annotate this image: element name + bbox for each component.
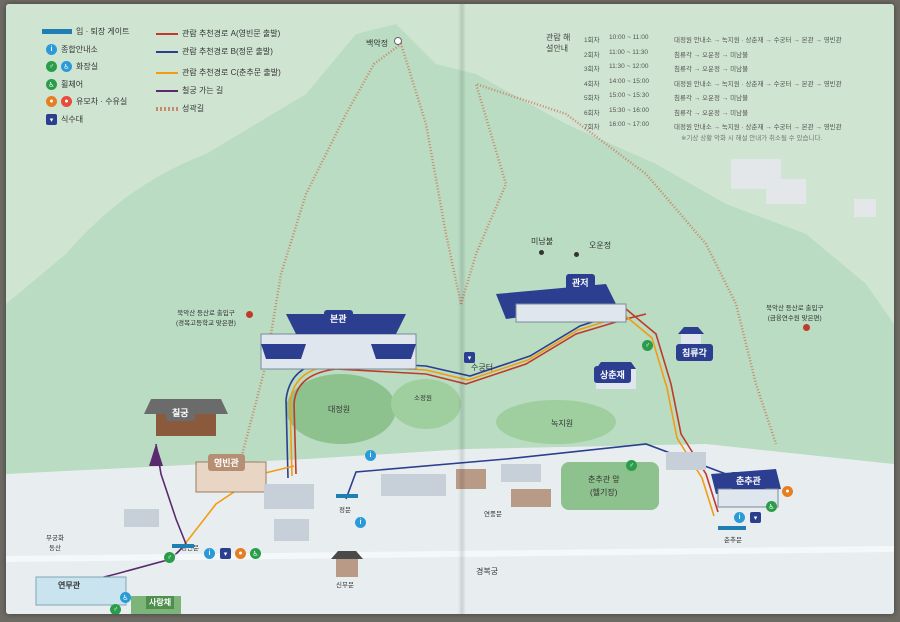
label-sarangchae: 사랑채 [146,596,175,609]
schedule-title: 관람 해설안내 [546,33,571,53]
label-baegakjeong: 백악정 [366,39,389,48]
water-fountain-icon: ▾ [46,114,57,125]
schedule-time: 15:30 ~ 16:00 [609,106,649,114]
stroller-icon: ● [46,96,57,107]
schedule-n: 1회차 [584,37,600,44]
map-canvas [6,4,894,614]
legend-route-c: 관람 추천경로 C(춘추문 출발) [156,67,281,78]
baegakjeong-marker [394,37,402,45]
label-chunchumun: 춘추문 [724,537,742,544]
info-icon: i [46,44,57,55]
schedule-n: 4회차 [584,80,600,88]
label-gwanjeo: 관저 [566,274,595,291]
restroom-icon: ♂ [110,604,121,614]
label-yeongbinmun: 영빈문 [181,545,199,552]
legend-restroom: ♂ ♿ 화장실 [46,61,98,72]
label-sinmumun: 신무문 [336,582,354,589]
info-icon: i [355,517,366,528]
map-sheet: 입 · 퇴장 게이트 i 종합안내소 ♂ ♿ 화장실 ♿ 휠체어 ● ● 유모차… [6,4,894,614]
label-ounjeong: 오운정 [589,241,612,250]
label-yeonmugwan: 연무관 [58,581,81,590]
schedule-route: 침류각 → 오운정 → 미남불 [674,109,749,117]
gate-marker [718,526,746,530]
schedule-route: 침류각 → 오운정 → 미남불 [674,66,749,73]
accessible-restroom-icon: ♿ [120,592,131,603]
accessible-restroom-icon: ♿ [61,61,72,72]
label-trail-entrance-right: 북악산 등산로 출입구 (금융연수원 맞은편) [766,305,824,322]
label-sugungteo: 수궁터 [471,363,494,372]
stroller-icon: ● [235,548,246,559]
water-fountain-icon: ▾ [220,548,231,559]
label-chunchugwan-front: 춘추관 앞 [588,475,620,484]
label-yeongbingwan: 영빈관 [208,454,245,471]
legend-route-b: 관람 추천경로 B(정문 출발) [156,46,273,57]
schedule-n: 5회차 [584,95,600,102]
info-icon: i [204,548,215,559]
label-daejeongwon: 대정원 [328,405,351,414]
wheelchair-icon: ♿ [250,548,261,559]
stroller-icon: ● [782,486,793,497]
trail-entrance-marker [803,324,810,331]
label-chimnyugak: 침류각 [676,344,713,361]
legend-stroller: ● ● 유모차 · 수유실 [46,96,127,107]
trail-entrance-marker [246,311,253,318]
legend-wheelchair: ♿ 휠체어 [46,79,83,90]
label-trail-entrance-left: 북악산 등산로 출입구 (경복고등학교 맞은편) [176,310,236,327]
schedule-route: 대정원 안내소 → 녹지원 · 상춘재 → 수궁터 → 본관 → 영빈관 [674,37,842,44]
schedule-n: 7회차 [584,124,600,131]
restroom-icon: ♂ [164,552,175,563]
legend-route-a: 관람 추천경로 A(영빈문 출발) [156,28,280,39]
gate-marker [172,544,194,548]
legend-wall: 성곽길 [156,103,204,114]
schedule-time: 10:00 ~ 11:00 [609,34,649,41]
paper-fold [458,4,466,614]
legend-water: ▾ 식수대 [46,114,83,125]
schedule-route: 침류각 → 오운정 → 미남불 [674,95,749,102]
water-fountain-icon: ▾ [464,352,475,363]
info-icon: i [734,512,745,523]
label-sojeongwon: 소정원 [414,395,432,402]
legend-trail: 칠궁 가는 길 [156,85,223,96]
legend-gate: 입 · 퇴장 게이트 [42,26,130,37]
nursing-room-icon: ● [61,96,72,107]
restroom-icon: ♂ [642,340,653,351]
label-sangchunjae: 상춘재 [594,366,631,383]
ounjeong-marker [574,252,579,257]
schedule-time: 15:00 ~ 15:30 [609,92,649,99]
water-fountain-icon: ▾ [750,512,761,523]
schedule-n: 3회차 [584,66,600,73]
info-icon: i [365,450,376,461]
label-chilgung: 칠궁 [166,404,195,421]
schedule-time: 16:00 ~ 17:00 [609,121,649,128]
label-gyeongbokgung: 경복궁 [476,567,499,576]
label-mugunghwa: 무궁화 동산 [46,535,64,552]
schedule-route: 침류각 → 오운정 → 미남불 [674,51,749,59]
restroom-icon: ♂ [626,460,637,471]
schedule-route: 대정원 안내소 → 녹지원 · 상춘재 → 수궁터 → 본관 → 영빈관 [674,80,842,88]
legend-info: i 종합안내소 [46,44,98,55]
gate-icon [42,29,72,34]
schedule-n: 2회차 [584,51,600,59]
gate-marker [336,494,358,498]
schedule-n: 6회차 [584,109,600,117]
label-jeongmun: 정문 [339,507,351,514]
label-minambul: 미남불 [531,237,554,246]
label-bongwan: 본관 [324,310,353,327]
wheelchair-icon: ♿ [46,79,57,90]
wheelchair-icon: ♿ [766,501,777,512]
schedule-time: 14:00 ~ 15:00 [609,77,649,85]
schedule-note: ※기상 상황 악화 시 해설 안내가 취소될 수 있습니다. [681,135,823,142]
restroom-icon: ♂ [46,61,57,72]
schedule-time: 11:00 ~ 11:30 [609,48,648,56]
label-nokjiwon: 녹지원 [551,419,574,428]
label-yeonpungmun: 연풍문 [484,511,502,518]
label-chunchugwan: 춘추관 [730,472,767,489]
minambul-marker [539,250,544,255]
schedule-time: 11:30 ~ 12:00 [609,63,649,70]
schedule-route: 대정원 안내소 → 녹지원 · 상춘재 → 수궁터 → 본관 → 영빈관 [674,124,842,131]
label-helipad: (헬기장) [590,488,618,497]
